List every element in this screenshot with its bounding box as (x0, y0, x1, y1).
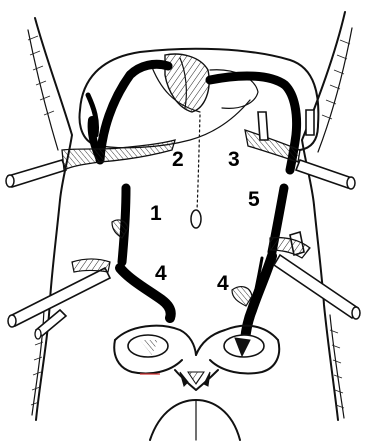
navel (191, 210, 201, 228)
labels: 2 3 1 5 4 4 (150, 148, 260, 295)
label-4-right: 4 (217, 272, 229, 295)
pelvic-region (114, 326, 279, 440)
label-5: 5 (248, 188, 260, 211)
lower-left-tube (8, 220, 128, 339)
midline (191, 115, 201, 228)
label-3: 3 (228, 148, 240, 171)
upper-left-tube (6, 140, 175, 187)
label-1: 1 (150, 202, 162, 225)
label-4-left: 4 (155, 262, 167, 285)
label-2: 2 (172, 148, 184, 171)
